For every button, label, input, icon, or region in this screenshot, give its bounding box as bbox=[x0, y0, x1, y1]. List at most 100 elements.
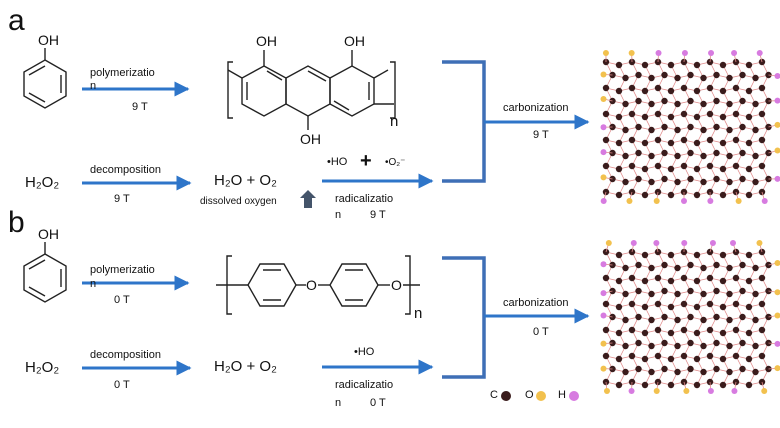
oxygen-atom bbox=[600, 96, 607, 103]
carbon-atom bbox=[713, 97, 720, 105]
carbon-atom bbox=[667, 329, 675, 337]
carbon-atom bbox=[752, 368, 759, 376]
carbon-atom bbox=[745, 277, 753, 285]
carbon-atom bbox=[700, 152, 707, 160]
hydrogen-atom bbox=[628, 388, 635, 394]
carbon-atom bbox=[654, 110, 662, 118]
carbon-atom bbox=[628, 352, 636, 360]
hydrogen-atom bbox=[630, 240, 637, 246]
carbon-atom bbox=[693, 61, 701, 69]
carbon-atom bbox=[739, 339, 746, 347]
carbon-atom bbox=[713, 123, 720, 131]
decomposition-label-a: decomposition bbox=[90, 164, 161, 176]
carbon-atom bbox=[752, 100, 759, 108]
carbon-atom bbox=[745, 165, 753, 173]
carbon-atom bbox=[622, 290, 629, 298]
h2o2-reactant-b: H₂O₂ bbox=[25, 359, 60, 376]
oxygen-atom bbox=[774, 289, 780, 296]
carbon-atom bbox=[641, 329, 649, 337]
carbon-atom bbox=[635, 123, 642, 131]
carbon-atom bbox=[667, 381, 675, 389]
carbon-atom bbox=[680, 300, 688, 308]
carbon-atom bbox=[693, 139, 701, 147]
carbon-atom bbox=[726, 316, 733, 324]
carbon-atom bbox=[693, 87, 701, 95]
carbon-atom bbox=[700, 178, 707, 186]
hydrogen-atom bbox=[774, 73, 780, 80]
carbon-atom bbox=[602, 326, 610, 334]
carbon-atom bbox=[687, 149, 694, 157]
polymerization-field-b: 0 T bbox=[114, 294, 130, 306]
carbon-atom bbox=[745, 87, 753, 95]
carbon-atom bbox=[693, 251, 701, 259]
panel-label-a: a bbox=[8, 4, 25, 37]
hydrogen-atom bbox=[731, 50, 738, 56]
carbon-atom bbox=[615, 61, 623, 69]
carbon-atom bbox=[615, 191, 623, 199]
oxygen-atom bbox=[774, 365, 780, 372]
carbon-atom bbox=[693, 381, 701, 389]
carbon-atom bbox=[635, 97, 642, 105]
carbon-atom bbox=[648, 152, 655, 160]
carbon-atom bbox=[622, 342, 629, 350]
hydrogen-atom bbox=[600, 124, 607, 131]
carbon-atom bbox=[700, 100, 707, 108]
ether-oxygen-1: O bbox=[306, 277, 317, 293]
dissolved-oxygen-up-arrow bbox=[300, 190, 316, 208]
carbon-atom bbox=[719, 251, 727, 259]
oxygen-atom bbox=[756, 240, 763, 246]
carbon-atom bbox=[674, 152, 681, 160]
carbon-atom bbox=[758, 300, 766, 308]
hydrogen-atom bbox=[774, 175, 780, 182]
carbon-atom bbox=[745, 191, 753, 199]
hydrogen-atom bbox=[600, 261, 607, 268]
merge-bracket-b bbox=[442, 256, 590, 379]
carbon-atom bbox=[700, 368, 707, 376]
carbon-atom bbox=[719, 303, 727, 311]
carbon-atom bbox=[745, 303, 753, 311]
carbon-atom bbox=[635, 175, 642, 183]
carbon-atom bbox=[602, 300, 610, 308]
carbon-atom bbox=[752, 290, 759, 298]
carbonization-label-b: carbonization bbox=[503, 297, 569, 309]
carbon-atom bbox=[739, 97, 746, 105]
hydrogen-atom bbox=[600, 312, 607, 319]
oxygen-atom bbox=[600, 365, 607, 372]
carbon-atom bbox=[661, 175, 668, 183]
carbon-atom bbox=[622, 316, 629, 324]
carbon-atom bbox=[752, 316, 759, 324]
radicalization-label-b: radicalizatio bbox=[335, 379, 394, 391]
carbon-atom bbox=[628, 162, 636, 170]
carbon-atom bbox=[687, 339, 694, 347]
carbon-atom bbox=[732, 136, 740, 144]
hydroxyl-radical-a: •HO bbox=[327, 156, 348, 168]
carbon-atom bbox=[648, 264, 655, 272]
carbon-atom bbox=[628, 110, 636, 118]
carbon-atom bbox=[687, 287, 694, 295]
carbon-atom bbox=[635, 149, 642, 157]
carbon-atom bbox=[615, 303, 623, 311]
carbon-atom bbox=[706, 274, 714, 282]
carbon-atom bbox=[739, 313, 746, 321]
carbon-atom bbox=[758, 136, 766, 144]
carbon-atom bbox=[641, 87, 649, 95]
carbon-atom bbox=[602, 162, 610, 170]
polymer-subscript-b: n bbox=[414, 305, 423, 322]
decomposition-field-a: 9 T bbox=[114, 193, 130, 205]
carbon-atom bbox=[674, 100, 681, 108]
carbon-atom bbox=[700, 316, 707, 324]
carbon-atom bbox=[739, 365, 746, 373]
carbon-atom bbox=[726, 152, 733, 160]
carbon-atom bbox=[687, 71, 694, 79]
carbon-atom bbox=[713, 313, 720, 321]
carbon-atom bbox=[706, 162, 714, 170]
carbon-atom bbox=[661, 149, 668, 157]
ether-oxygen-2: O bbox=[391, 277, 402, 293]
radical-plus-sign: + bbox=[360, 150, 372, 172]
carbon-atom bbox=[635, 71, 642, 79]
carbon-atom bbox=[661, 313, 668, 321]
carbon-atom bbox=[641, 165, 649, 173]
carbon-atom bbox=[674, 316, 681, 324]
carbon-atom bbox=[641, 113, 649, 121]
